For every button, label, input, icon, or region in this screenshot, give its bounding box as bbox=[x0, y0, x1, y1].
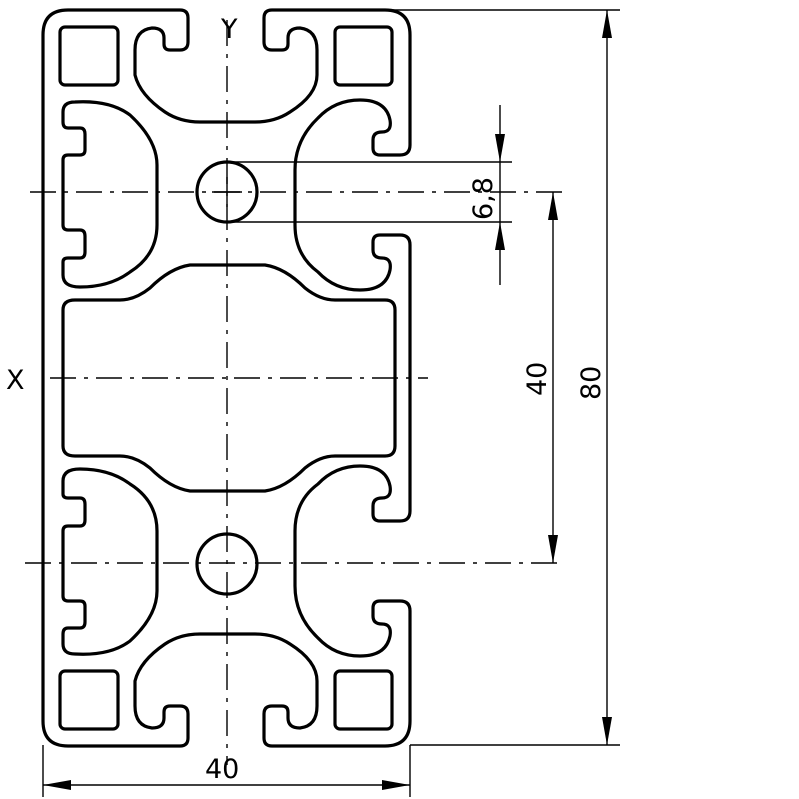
dimension-width bbox=[42, 745, 411, 797]
x-axis-label: X bbox=[6, 365, 25, 396]
dimension-hole-spacing-label: 40 bbox=[522, 362, 553, 396]
dimension-height bbox=[385, 9, 620, 746]
dimension-width-label: 40 bbox=[205, 754, 239, 785]
dimension-hole-diameter-label: 6,8 bbox=[468, 177, 499, 220]
y-axis-label: Y bbox=[220, 14, 238, 45]
dimension-hole-diameter bbox=[227, 105, 512, 285]
dimension-hole-spacing bbox=[548, 192, 558, 563]
dimension-height-label: 80 bbox=[576, 366, 607, 400]
